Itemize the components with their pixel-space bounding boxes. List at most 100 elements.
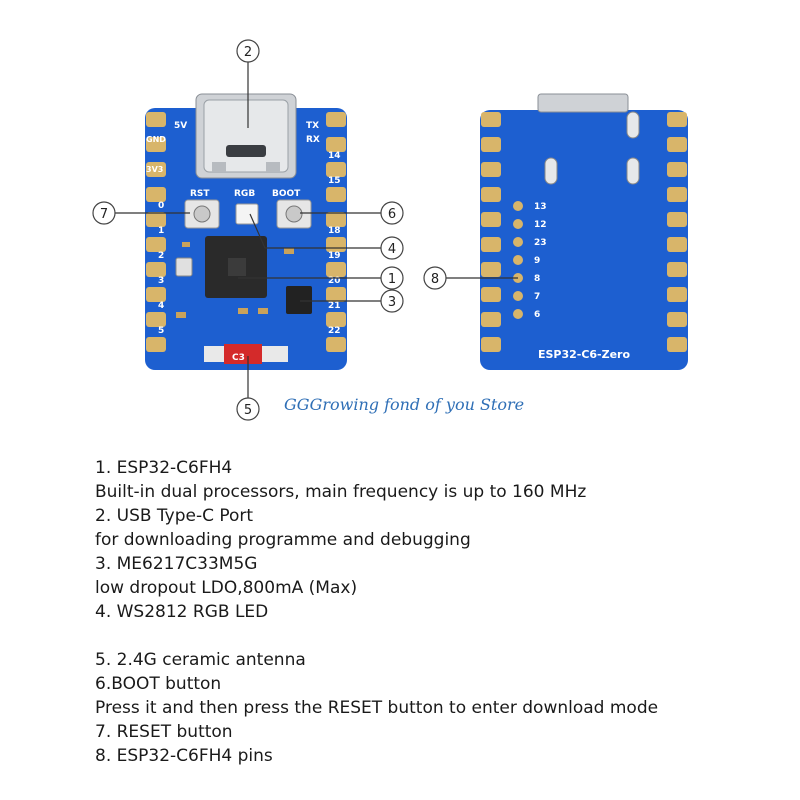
silk-5v: 5V: [174, 121, 187, 131]
rst-button: [184, 199, 220, 229]
pad: [146, 262, 166, 277]
callout-5: 5: [236, 356, 260, 421]
pad: [146, 112, 166, 127]
pad: [481, 112, 501, 127]
back-board: 13 12 23 9 8 7 6 ESP32-C6-Zero: [480, 93, 688, 370]
pad: [326, 137, 346, 152]
pad: [146, 237, 166, 252]
pad: [146, 162, 166, 177]
pad: [667, 112, 687, 127]
callout-2-number: 2: [244, 45, 252, 60]
esp32-chip: [205, 236, 267, 298]
pad: [326, 162, 346, 177]
pin-pad: [513, 255, 523, 265]
silk-pin: 15: [328, 176, 341, 186]
callout-3-number: 3: [388, 295, 396, 310]
silk-pin: 3: [158, 276, 164, 286]
small-component: [238, 308, 248, 314]
silk-pin: 12: [534, 220, 547, 230]
feature-line: low dropout LDO,800mA (Max): [95, 578, 358, 598]
silk-pin: 18: [328, 226, 341, 236]
pad: [667, 212, 687, 227]
usb-c-port-back: [537, 93, 629, 113]
silk-rx: RX: [306, 135, 320, 145]
pad: [667, 162, 687, 177]
feature-line: 7. RESET button: [95, 722, 233, 742]
callouts: 2 7 6 4 1 3 5: [92, 39, 518, 421]
pad: [667, 287, 687, 302]
pad: [481, 262, 501, 277]
feature-line: 1. ESP32-C6FH4: [95, 458, 233, 478]
pad: [667, 312, 687, 327]
ceramic-antenna: [204, 344, 288, 364]
usb-shell-tab: [544, 157, 558, 185]
silk-gnd: GND: [146, 135, 166, 144]
back-left-pads: [481, 112, 501, 352]
silk-pin: 20: [328, 276, 341, 286]
feature-line: 5. 2.4G ceramic antenna: [95, 650, 306, 670]
pad: [481, 162, 501, 177]
usb-shell-tab: [626, 157, 640, 185]
back-pin-numbers: 13 12 23 9 8 7 6: [534, 202, 547, 320]
silk-pin: 21: [328, 301, 341, 311]
silk-pin: 22: [328, 326, 341, 336]
silk-pin: 7: [534, 292, 540, 302]
callout-7-number: 7: [100, 207, 108, 222]
small-component: [176, 312, 186, 318]
pad: [326, 187, 346, 202]
pin-pad: [513, 291, 523, 301]
pad: [146, 337, 166, 352]
feature-line: Press it and then press the RESET button…: [95, 698, 659, 718]
pad: [481, 237, 501, 252]
pad: [326, 237, 346, 252]
callout-8-number: 8: [431, 272, 439, 287]
usb-shell-tab: [626, 111, 640, 139]
pad: [667, 262, 687, 277]
pad: [326, 262, 346, 277]
back-pcb: [480, 110, 688, 370]
feature-line: 4. WS2812 RGB LED: [95, 602, 269, 622]
callout-5-number: 5: [244, 403, 252, 418]
pad: [326, 337, 346, 352]
silk-pin: 4: [158, 301, 164, 311]
pad: [667, 137, 687, 152]
pad: [481, 337, 501, 352]
callout-1-number: 1: [388, 272, 396, 287]
silk-boot: BOOT: [272, 189, 301, 199]
back-pin-pads: [513, 201, 523, 319]
silk-pin: 1: [158, 226, 164, 236]
small-component: [258, 308, 268, 314]
feature-line: 8. ESP32-C6FH4 pins: [95, 746, 273, 766]
pad: [481, 137, 501, 152]
pad: [146, 137, 166, 152]
pin-pad: [513, 309, 523, 319]
pad: [326, 287, 346, 302]
callout-4: 4: [249, 213, 404, 260]
feature-line: Built-in dual processors, main frequency…: [95, 482, 587, 502]
callout-8: 8: [423, 266, 518, 290]
silk-pin: 8: [534, 274, 540, 284]
front-pin-numbers: 0 1 2 3 4 5 14 15 18 19 20 21 22: [158, 151, 341, 336]
pad: [146, 287, 166, 302]
callout-6-number: 6: [388, 207, 396, 222]
small-component: [182, 242, 190, 247]
silk-antenna: C3: [232, 353, 245, 363]
small-component: [175, 257, 193, 277]
pad: [326, 312, 346, 327]
callout-1: 1: [238, 266, 404, 290]
callout-7: 7: [92, 201, 190, 225]
front-silkscreen: 5V GND 3V3 TX RX RST RGB BOOT C3: [146, 121, 320, 363]
silk-pin: 6: [534, 310, 540, 320]
pin-pad: [513, 219, 523, 229]
silk-pin: 13: [534, 202, 547, 212]
feature-line: 2. USB Type-C Port: [95, 506, 254, 526]
callout-3: 3: [300, 289, 404, 313]
pad: [667, 187, 687, 202]
board-diagram: 5V GND 3V3 TX RX RST RGB BOOT C3 0 1 2 3…: [92, 39, 688, 421]
pad: [481, 187, 501, 202]
usb-c-port: [195, 93, 297, 179]
silk-tx: TX: [306, 121, 319, 131]
pad: [667, 337, 687, 352]
silk-pin: 14: [328, 151, 341, 161]
feature-line: 6.BOOT button: [95, 674, 222, 694]
